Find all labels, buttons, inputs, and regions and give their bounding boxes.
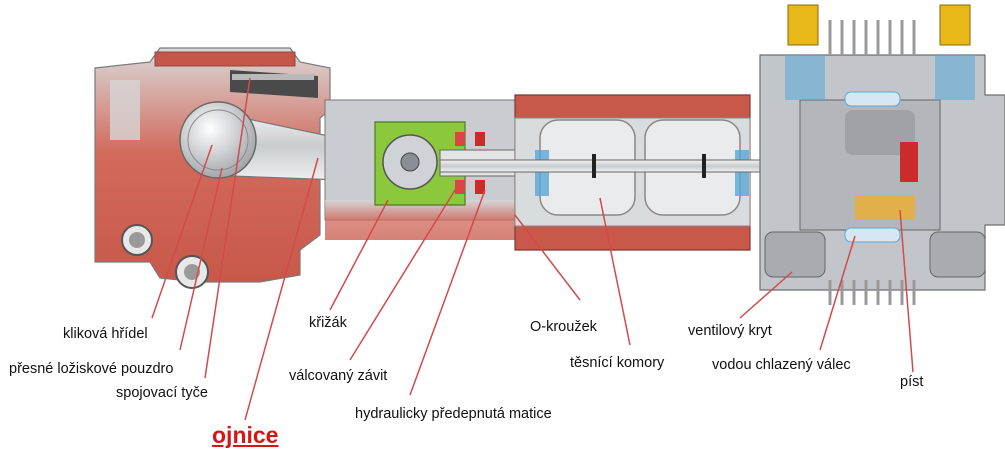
crankshaft-journal [179,101,257,179]
label-crankshaft: kliková hřídel [63,326,148,342]
valve-cover-lower [764,231,826,278]
label-o-ring: O-kroužek [530,319,597,335]
leader-lines [151,77,914,421]
valve-spring-left [787,4,819,46]
label-water-cooled-cylinder: vodou chlazený válec [712,357,851,373]
piston [855,195,915,220]
label-tie-rods: spojovací tyče [116,385,208,401]
label-rolled-thread: válcovaný závit [289,368,388,384]
label-piston: píst [900,374,924,390]
cylinder [759,4,1005,305]
label-connecting-rod: ojnice [212,422,279,448]
label-hydraulic-nut: hydraulicky předepnutá matice [355,406,552,422]
label-bearing-shell: přesné ložiskové pouzdro [9,361,174,377]
label-packing-chambers: těsnící komory [570,355,665,371]
hydraulic-nut [475,132,485,146]
label-crosshead: křižák [309,315,347,331]
crosshead-guide [324,99,516,240]
label-valve-cover: ventilový kryt [688,323,772,339]
valve-spring-right [939,4,971,46]
